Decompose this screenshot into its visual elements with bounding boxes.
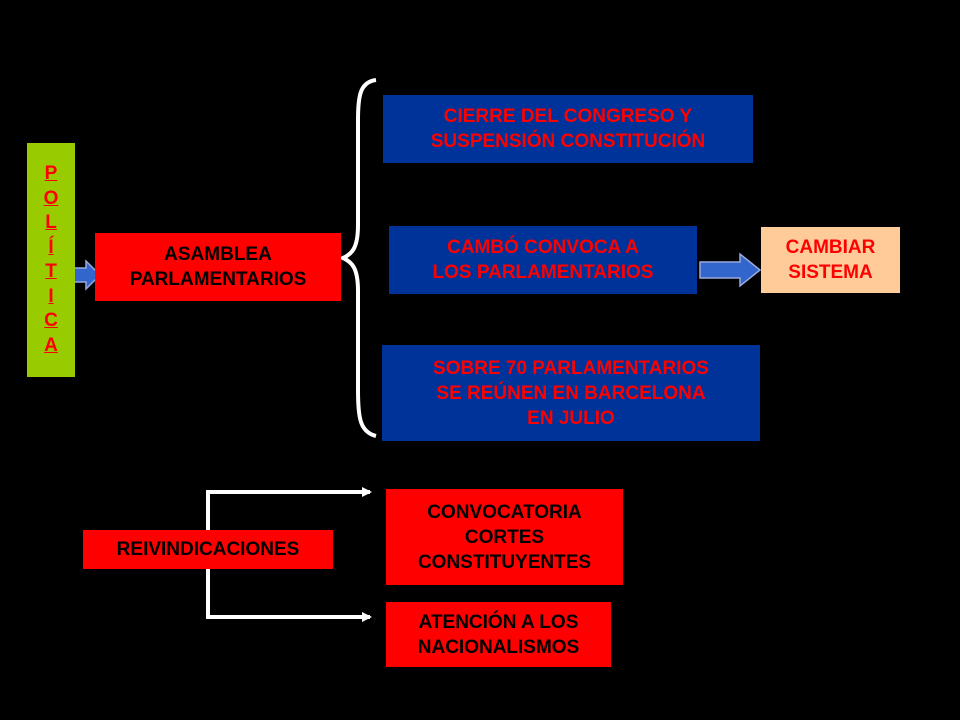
- politica-letter: I: [48, 285, 54, 307]
- sobre-text: SOBRE 70 PARLAMENTARIOS SE REÚNEN EN BAR…: [433, 357, 709, 429]
- atencion-box: ATENCIÓN A LOS NACIONALISMOS: [386, 602, 611, 667]
- cambiar-box: CAMBIAR SISTEMA: [761, 227, 900, 293]
- cambiar-text: CAMBIAR SISTEMA: [785, 237, 876, 283]
- sobre-box: SOBRE 70 PARLAMENTARIOS SE REÚNEN EN BAR…: [382, 345, 760, 441]
- cierre-box: CIERRE DEL CONGRESO Y SUSPENSIÓN CONSTIT…: [383, 95, 753, 163]
- reivindicaciones-text: REIVINDICACIONES: [116, 539, 300, 560]
- convocatoria-box: CONVOCATORIA CORTES CONSTITUYENTES: [386, 489, 623, 585]
- politica-vertical-box: P O L Í T I C A: [27, 143, 75, 377]
- connector-convocatoria: [206, 487, 372, 535]
- reivindicaciones-box: REIVINDICACIONES: [83, 530, 333, 569]
- politica-letter: C: [44, 310, 58, 331]
- asamblea-text: ASAMBLEA PARLAMENTARIOS: [129, 244, 307, 290]
- politica-letter: P: [44, 163, 58, 184]
- cierre-text: CIERRE DEL CONGRESO Y SUSPENSIÓN CONSTIT…: [430, 106, 706, 152]
- cambo-text: CAMBÓ CONVOCA A LOS PARLAMENTARIOS: [432, 237, 654, 283]
- politica-letter: T: [45, 261, 57, 282]
- cambo-box: CAMBÓ CONVOCA A LOS PARLAMENTARIOS: [389, 226, 697, 294]
- politica-letter: A: [44, 334, 58, 356]
- convocatoria-text: CONVOCATORIA CORTES CONSTITUYENTES: [417, 501, 592, 573]
- block-arrow-cambo: [699, 252, 762, 288]
- asamblea-box: ASAMBLEA PARLAMENTARIOS: [95, 233, 341, 301]
- politica-letter: Í: [48, 236, 54, 258]
- atencion-text: ATENCIÓN A LOS NACIONALISMOS: [417, 611, 580, 658]
- curly-brace: [338, 78, 377, 438]
- connector-atencion: [206, 565, 372, 622]
- politica-letter: O: [43, 187, 59, 209]
- politica-letter: L: [45, 212, 57, 233]
